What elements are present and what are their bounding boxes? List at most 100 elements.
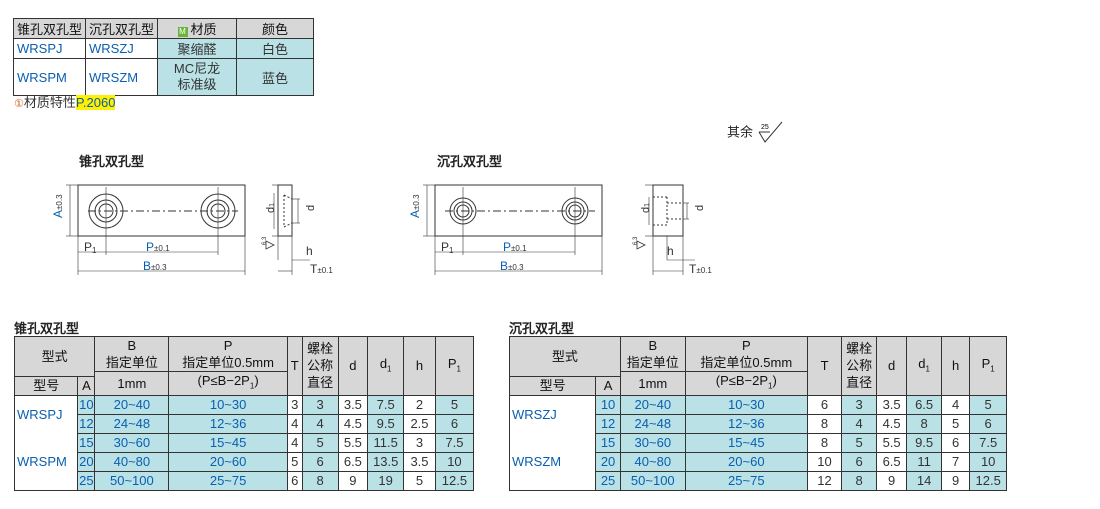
cell-bolt: 3 — [841, 394, 877, 415]
cell-d: 3.5 — [875, 394, 908, 415]
header-B-unit2: 1mm — [619, 371, 686, 396]
cell-bolt: 5 — [301, 432, 339, 453]
diagram-left: A±0.3 P1 P±0.1 B±0.3 d1 d h T±0.1 6.3 — [51, 184, 333, 276]
cell-B: 50~100 — [619, 470, 686, 491]
dim-B-tol: ±0.3 — [508, 263, 524, 272]
header-P1: P1 — [969, 336, 1007, 396]
material-line: MC尼龙 — [173, 61, 221, 76]
cell-h: 9 — [940, 470, 971, 491]
header-d: d — [337, 336, 369, 396]
material-value: 聚缩醛 — [157, 38, 238, 59]
header-P1-label: P — [447, 355, 457, 371]
material-note: ①材质特性P.2060 — [14, 92, 116, 111]
cell-T: 6 — [806, 394, 843, 415]
cell-d: 6.5 — [875, 451, 908, 472]
page-link[interactable]: P.2060 — [75, 95, 116, 110]
cell-A: 20 — [595, 451, 621, 472]
header-bolt-line: 直径 — [307, 375, 334, 391]
color-value: 蓝色 — [236, 58, 315, 96]
cell-A: 10 — [77, 394, 96, 415]
dim-P-tol: ±0.1 — [511, 244, 527, 253]
dim-P1: P — [441, 240, 449, 254]
header-B-label: B — [127, 338, 137, 353]
svg-text:P1: P1 — [84, 240, 97, 255]
cell-P1: 5 — [969, 394, 1007, 415]
header-B-unit: 指定单位 — [105, 355, 158, 370]
header-material-label: 材质 — [190, 22, 217, 37]
cell-P1: 10 — [434, 451, 475, 472]
dim-T: T — [310, 262, 318, 276]
header-P-unit2: (P≤B−2P1) — [168, 371, 288, 396]
cell-h: 7 — [940, 451, 971, 472]
svg-text:P1: P1 — [441, 240, 454, 255]
header-P-cond-end: ) — [772, 373, 777, 388]
header-P1-sub: 1 — [456, 364, 461, 374]
cell-d: 4.5 — [875, 413, 908, 434]
model-code: WRSZJ — [85, 38, 159, 59]
cell-bolt: 8 — [841, 470, 877, 491]
header-d1-label: d — [379, 355, 388, 371]
cell-P: 25~75 — [168, 470, 288, 491]
header-d1-sub: 1 — [387, 364, 392, 374]
note-text: 材质特性 — [23, 95, 76, 110]
cell-P1: 7.5 — [969, 432, 1007, 453]
model-code: WRSZM — [85, 58, 159, 96]
dim-P1: P — [84, 240, 92, 254]
header-bolt: 螺栓公称直径 — [841, 336, 877, 396]
svg-text:B±0.3: B±0.3 — [143, 259, 167, 273]
cell-P1: 10 — [969, 451, 1007, 472]
cell-A: 15 — [595, 432, 621, 453]
cell-bolt: 8 — [301, 470, 339, 491]
cell-B: 30~60 — [619, 432, 686, 453]
cell-h: 6 — [940, 432, 971, 453]
cell-A: 12 — [77, 413, 96, 434]
header-T: T — [286, 336, 303, 396]
cell-P: 15~45 — [684, 432, 808, 453]
material-line: 标准级 — [177, 77, 217, 92]
cell-bolt: 6 — [841, 451, 877, 472]
cell-d1: 6.5 — [906, 394, 942, 415]
dim-d: d — [694, 205, 706, 211]
cell-bolt: 5 — [841, 432, 877, 453]
material-row: WRSPJ WRSZJ 聚缩醛 白色 — [12, 38, 315, 59]
roughness-remark: 其余 25 — [727, 120, 787, 146]
header-model: 型号 — [508, 375, 597, 396]
dim-d1: d — [640, 207, 652, 213]
cell-P1: 6 — [969, 413, 1007, 434]
cell-h: 2 — [403, 394, 436, 415]
header-P-cond-end: ) — [254, 373, 259, 388]
diagram-title-right: 沉孔双孔型 — [437, 154, 503, 169]
dim-roughness: 6.3 — [633, 236, 639, 245]
model-code: WRSPM — [12, 58, 87, 96]
cell-h: 3 — [403, 432, 436, 453]
cell-bolt: 4 — [841, 413, 877, 434]
cell-B: 20~40 — [94, 394, 170, 415]
dim-d1: d — [265, 207, 277, 213]
svg-text:A±0.3: A±0.3 — [51, 194, 65, 218]
header-P-unit: 指定单位0.5mm — [700, 355, 793, 370]
cell-P: 12~36 — [168, 413, 288, 434]
header-P-unit: 指定单位0.5mm — [182, 355, 274, 370]
material-value: MC尼龙标准级 — [157, 58, 238, 96]
cell-B: 30~60 — [94, 432, 170, 453]
table-title-right: 沉孔双孔型 — [509, 321, 575, 336]
cell-d1: 9.5 — [906, 432, 942, 453]
diagram-right: A±0.3 P1 P±0.1 B±0.3 d1 d h T±0.1 6.3 — [408, 184, 712, 276]
cell-P: 12~36 — [684, 413, 808, 434]
cell-bolt: 3 — [301, 394, 339, 415]
header-P-cond: (P≤B−2P — [715, 373, 769, 388]
header-bolt-line: 直径 — [846, 375, 873, 391]
cell-P1: 6 — [434, 413, 475, 434]
cell-T: 12 — [806, 470, 843, 491]
cell-T: 3 — [286, 394, 303, 415]
model-code: WRSPJ — [12, 38, 87, 59]
cell-d: 3.5 — [337, 394, 369, 415]
dim-A-tol: ±0.3 — [55, 194, 64, 210]
